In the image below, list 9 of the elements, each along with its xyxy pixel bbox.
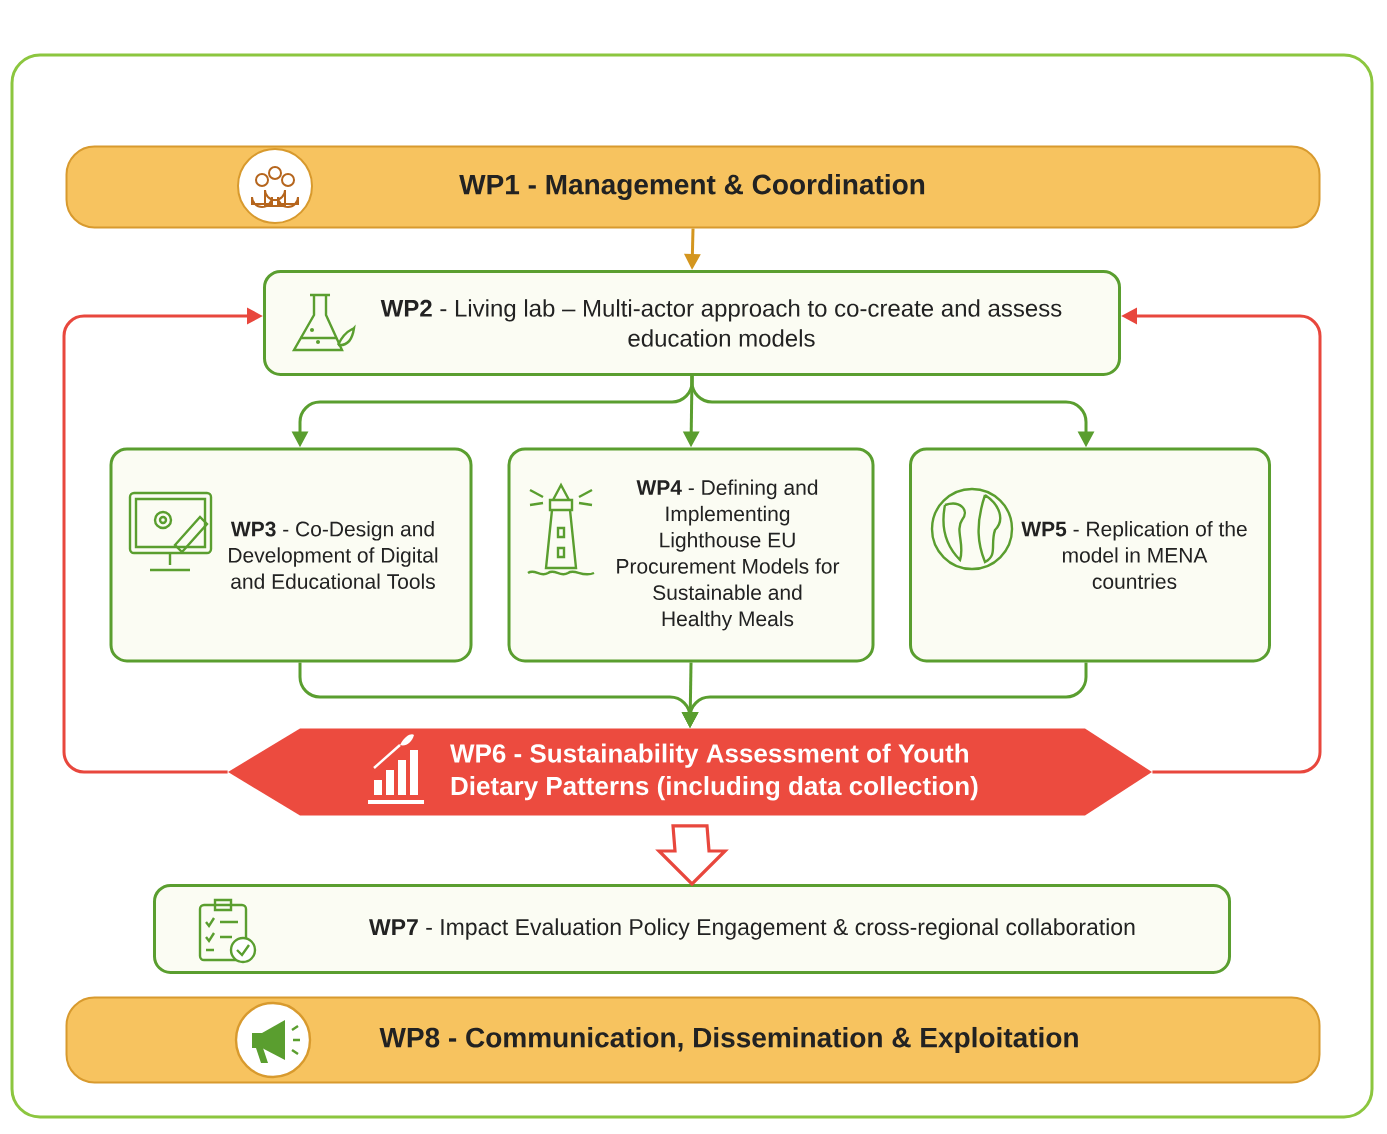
block-arrow: [655, 824, 729, 887]
work-package-box: WP4 - Defining and Implementing Lighthouse EU Procurement Models for Sustainable and Healthy Meals: [507, 447, 875, 663]
work-package-band: WP1 - Management & Coordination: [65, 145, 1321, 229]
work-package-box: WP5 - Replication of the model in MENA countries: [909, 447, 1271, 663]
work-package-box: WP3 - Co-Design and Development of Digital and Educational Tools: [109, 447, 473, 663]
work-package-box: WP7 - Impact Evaluation Policy Engagement & cross-regional collaboration: [153, 884, 1231, 974]
work-package-box: WP2 - Living lab – Multi-actor approach to co-create and assess education models: [263, 270, 1121, 376]
work-package-banner: WP6 - Sustainability Assessment of Youth Dietary Patterns (including data collection): [228, 728, 1152, 816]
work-package-band: WP8 - Communication, Dissemination & Exploitation: [65, 996, 1321, 1084]
